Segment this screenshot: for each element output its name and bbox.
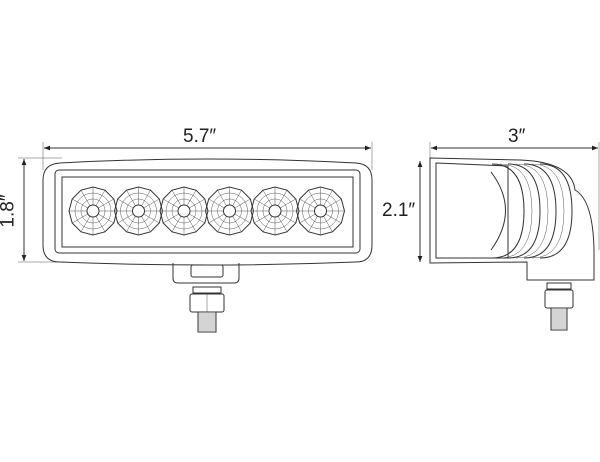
depth-label: 3″ xyxy=(508,126,526,147)
side-height-label: 2.1″ xyxy=(382,200,416,221)
led-icon xyxy=(295,186,346,236)
led-icon xyxy=(250,186,300,236)
led-icon xyxy=(204,186,255,236)
height-label: 1.8″ xyxy=(0,194,19,228)
led-icon xyxy=(113,186,164,236)
led-icon xyxy=(68,186,118,236)
led-array xyxy=(68,186,346,236)
led-icon xyxy=(159,186,209,236)
cooling-fins xyxy=(491,163,573,259)
side-housing-outline xyxy=(429,157,595,281)
front-view xyxy=(18,142,373,333)
width-label: 5.7″ xyxy=(183,126,217,147)
side-view xyxy=(417,142,600,331)
mount-bracket xyxy=(172,263,240,284)
housing-outline xyxy=(42,158,373,266)
